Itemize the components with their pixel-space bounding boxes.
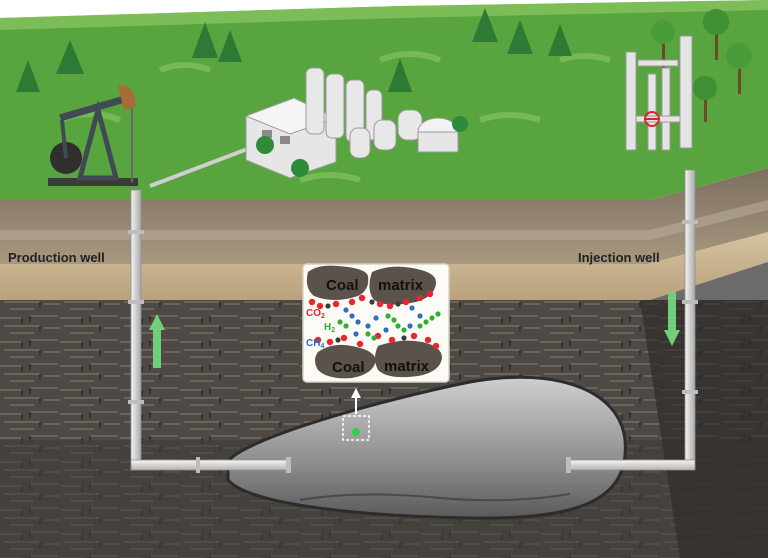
injection-rig-icon [625, 35, 693, 151]
production-well-label: Production well [8, 250, 105, 265]
gasification-cavity [226, 375, 627, 520]
h2-molecules [337, 311, 441, 341]
h2-label: H2 [324, 322, 335, 334]
injection-well-label: Injection well [578, 250, 660, 265]
zoom-marker [342, 388, 370, 441]
arrow-up-icon [149, 314, 165, 368]
coal-label-top: Coal [326, 277, 359, 294]
coal-chunk [306, 265, 369, 300]
reaction-inset: Coal matrix Coal matrix [302, 263, 450, 383]
matrix-label-top: matrix [378, 277, 424, 294]
deciduous-tree-icon [651, 9, 752, 122]
arrow-down-icon [664, 292, 680, 346]
grass-surface [0, 0, 768, 200]
pine-tree-icon [16, 8, 572, 92]
coal-label-bottom: Coal [332, 359, 365, 376]
gray-soil-layer [0, 168, 768, 264]
ch4-molecules [343, 305, 423, 337]
production-well-pipe [128, 189, 292, 473]
matrix-label-bottom: matrix [384, 358, 430, 375]
co2-molecules [308, 290, 440, 350]
coal-chunk [315, 344, 376, 379]
gasification-plant-icon [149, 67, 468, 188]
co2-label: CO2 [306, 308, 325, 320]
coal-chunk [375, 340, 442, 378]
ch4-label: CH4 [306, 338, 324, 350]
injection-well-pipe [565, 169, 698, 473]
carbon-atoms [325, 299, 407, 343]
pump-jack-icon [48, 85, 138, 186]
